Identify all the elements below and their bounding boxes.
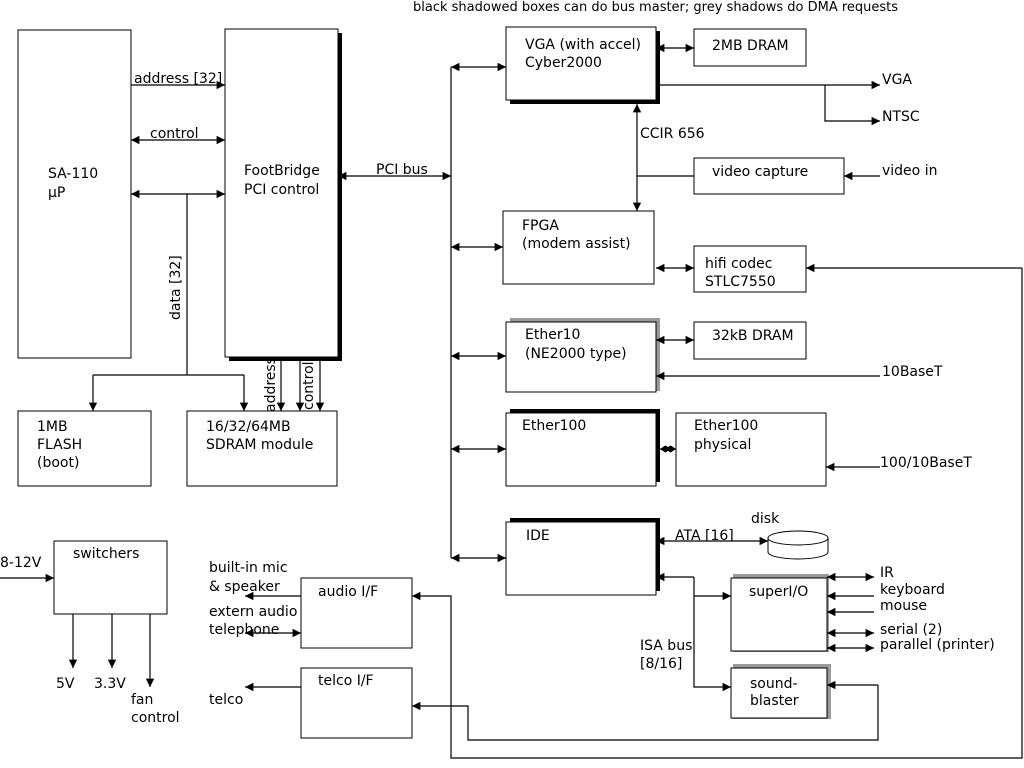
superio-mouse-label: mouse (880, 598, 927, 614)
superio-box: superI/O (730, 574, 829, 652)
tenbase-label: 10BaseT (882, 364, 943, 380)
video-capture-label: video capture (712, 164, 808, 180)
ata-label: ATA [16] (675, 528, 734, 544)
ide-label: IDE (526, 528, 550, 544)
video-capture-box: video capture (693, 157, 845, 195)
ccir-label: CCIR 656 (640, 126, 705, 142)
speaker-label: & speaker (209, 579, 280, 595)
vga-box: VGA (with accel) Cyber2000 (505, 26, 660, 104)
superio-keyboard-label: keyboard (880, 582, 945, 598)
ether100-box: Ether100 (505, 409, 660, 487)
ntsc-out-label: NTSC (882, 109, 920, 125)
vga-dram-label: 2MB DRAM (712, 38, 789, 54)
superio-serial-label: serial (2) (880, 622, 942, 638)
telco-label: telco (209, 692, 243, 708)
ide-box: IDE (505, 518, 660, 596)
superio-parallel-label: parallel (printer) (880, 637, 995, 653)
cpu-label-2: μP (48, 185, 65, 201)
footbridge-box: FootBridge PCI control (224, 28, 342, 361)
control-bus-label: control (150, 126, 199, 142)
power-3v3-label: 3.3V (94, 676, 126, 692)
footbridge-sdram-links (276, 358, 325, 411)
soundblaster-label-2: blaster (750, 693, 799, 709)
telco-if-label: telco I/F (318, 673, 374, 689)
telco-if-box: telco I/F (300, 667, 413, 739)
cpu-label-1: SA-110 (48, 166, 98, 182)
vga-out-label: VGA (882, 72, 912, 88)
power-in-label: 8-12V (0, 555, 42, 571)
vga-links (632, 43, 880, 211)
video-in-label: video in (882, 163, 937, 179)
ether100-phy-box: Ether100 physical (675, 412, 827, 487)
power-5v-label: 5V (56, 676, 75, 692)
hundredbase-label: 100/10BaseT (880, 455, 972, 471)
sdram-label-1: 16/32/64MB (206, 419, 291, 435)
ether100-phy-label-1: Ether100 (694, 418, 758, 434)
audio-links (245, 591, 301, 692)
vga-dram-box: 2MB DRAM (693, 28, 807, 67)
switchers-label: switchers (73, 546, 139, 562)
vga-label-2: Cyber2000 (525, 55, 602, 71)
cpu-footbridge-links (131, 80, 225, 199)
data-bus (88, 194, 249, 411)
fpga-label-2: (modem assist) (522, 236, 631, 252)
ether10-dram-box: 32kB DRAM (693, 321, 807, 360)
ide-links (656, 536, 768, 692)
codec-box: hifi codec STLC7550 (693, 245, 807, 293)
ether-links (656, 335, 880, 472)
soundblaster-label-1: sound- (750, 676, 798, 692)
flash-label-1: 1MB (37, 419, 68, 435)
switchers-box: switchers (53, 540, 168, 615)
flash-box: 1MB FLASH (boot) (17, 410, 152, 487)
fpga-box: FPGA (modem assist) (502, 210, 655, 285)
sdram-label-2: SDRAM module (206, 437, 313, 453)
fan-label-1: fan (131, 692, 153, 708)
ether10-dram-label: 32kB DRAM (712, 328, 794, 344)
data-bus-label: data [32] (168, 255, 184, 320)
extern-audio-label: extern audio (209, 604, 297, 620)
flash-label-3: (boot) (37, 455, 79, 471)
footbridge-label-1: FootBridge (244, 163, 320, 179)
fpga-label-1: FPGA (522, 218, 559, 234)
power-links (0, 573, 155, 687)
footbridge-label-2: PCI control (244, 182, 319, 198)
ether10-box: Ether10 (NE2000 type) (505, 318, 660, 393)
ether100-phy-label-2: physical (694, 437, 751, 453)
ether10-label-1: Ether10 (525, 327, 580, 343)
audio-if-label: audio I/F (318, 584, 378, 600)
sdram-box: 16/32/64MB SDRAM module (186, 410, 338, 487)
fan-label-2: control (131, 710, 180, 726)
codec-links (412, 263, 1023, 759)
ether10-label-2: (NE2000 type) (525, 346, 627, 362)
superio-links (827, 572, 874, 653)
builtin-mic-label: built-in mic (209, 560, 288, 576)
superio-ir-label: IR (880, 565, 894, 581)
isa-label-1: ISA bus (640, 638, 692, 654)
audio-if-box: audio I/F (300, 577, 413, 649)
telephone-label: telephone (209, 622, 279, 638)
disk-label: disk (751, 511, 780, 527)
legend-caption: black shadowed boxes can do bus master; … (413, 0, 898, 15)
disk-icon (767, 530, 829, 560)
sdram-address-label: address (263, 357, 279, 412)
pci-bus (338, 62, 506, 563)
sdram-control-label: control (301, 361, 317, 410)
vga-label-1: VGA (with accel) (525, 37, 641, 53)
soundblaster-box: sound- blaster (730, 664, 831, 719)
isa-label-2: [8/16] (640, 656, 682, 672)
address-bus-label: address [32] (134, 71, 222, 87)
flash-label-2: FLASH (37, 437, 82, 453)
codec-label-2: STLC7550 (705, 274, 776, 290)
cpu-box: SA-110 μP (17, 29, 132, 359)
ether100-label: Ether100 (522, 418, 586, 434)
codec-label-1: hifi codec (705, 256, 773, 272)
pci-bus-label: PCI bus (376, 162, 428, 178)
superio-label: superI/O (749, 584, 808, 600)
soundblaster-links (412, 680, 879, 741)
